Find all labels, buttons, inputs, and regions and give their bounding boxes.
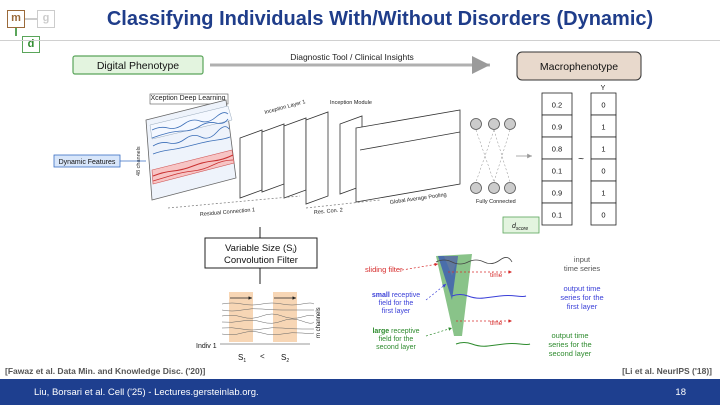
logo-connector (25, 18, 37, 20)
citation-left: [Fawaz et al. Data Min. and Knowledge Di… (5, 366, 206, 376)
page-number: 18 (675, 387, 686, 398)
small-field-label-1: small receptive (372, 292, 420, 299)
label-value: 1 (601, 123, 605, 132)
second-output-label-1: output time (551, 331, 588, 340)
first-output-label-1: output time (563, 284, 600, 293)
filter-illustration (220, 292, 315, 345)
first-output-label-3: first layer (567, 302, 598, 311)
inception-layers (239, 109, 461, 205)
score-cell (541, 202, 573, 226)
score-value: 0.9 (552, 123, 562, 132)
inception-module-label: Inception Module (330, 100, 372, 106)
score-value: 0.2 (552, 101, 562, 110)
label-value: 1 (601, 189, 605, 198)
score-value: 0.9 (552, 189, 562, 198)
large-field-label-3: second layer (376, 344, 416, 351)
residual-connection-line (167, 195, 301, 209)
small-field-label-2: field for the (379, 300, 414, 307)
macrophenotype-box (516, 51, 642, 81)
input-series-line (435, 257, 513, 265)
large-field-label-2: field for the (379, 336, 414, 343)
second-output-label-2: series for the (548, 340, 591, 349)
small-field-label-3: first layer (382, 308, 411, 315)
d-score-box (502, 216, 540, 234)
large-field-pointer (425, 327, 453, 337)
label-column: 0 1 1 0 1 0 (590, 92, 617, 226)
label-value: 0 (601, 211, 605, 220)
logo-m-letter: m (11, 12, 21, 24)
logo-d-box: d (22, 36, 40, 53)
sliding-filter-label: sliding filter (365, 265, 403, 274)
first-layer-output-line (451, 294, 527, 299)
first-output-label-2: series for the (560, 293, 603, 302)
score-value: 0.8 (552, 145, 562, 154)
logo-g-box: g (37, 10, 55, 28)
time-label-2: time (490, 320, 503, 327)
logo-g-letter: g (42, 12, 50, 24)
footer-credit: Liu, Borsari et al. Cell ('25) - Lecture… (34, 387, 259, 398)
m-channels-label: m channels (316, 307, 322, 338)
input-series-label-2: time series (564, 264, 601, 273)
score-value: 0.1 (552, 211, 562, 220)
score-value: 0.1 (552, 167, 562, 176)
large-field-label-1: large receptive (372, 328, 419, 335)
dynamic-features-label: Dynamic Features (59, 159, 116, 166)
small-field-pointer (425, 283, 447, 301)
title-divider (0, 40, 720, 41)
second-layer-output-line (455, 342, 531, 347)
filter-line1: Variable Size (Si) (225, 243, 297, 255)
page-title: Classifying Individuals With/Without Dis… (106, 8, 654, 30)
label-value: 0 (601, 167, 605, 176)
score-column: 0.2 0.9 0.8 0.1 0.9 0.1 (541, 92, 573, 226)
macrophenotype-label: Macrophenotype (540, 61, 618, 73)
pipeline-arrow-label: Diagnostic Tool / Clinical Insights (290, 52, 414, 62)
y-header: Y (601, 85, 606, 92)
indiv-label: Indiv 1 (196, 343, 217, 350)
xception-label-frame (149, 93, 229, 105)
xception-label: Xception Deep Learning (150, 95, 225, 102)
input-series-label-1: input (574, 255, 591, 264)
label-value: 1 (601, 145, 605, 154)
footer-bar: Liu, Borsari et al. Cell ('25) - Lecture… (0, 379, 720, 405)
label-cell (590, 202, 617, 226)
res-con-line (305, 199, 381, 209)
time-label-1: time (490, 272, 503, 279)
tilde-symbol: ~ (578, 154, 584, 165)
fully-connected-edges (475, 129, 511, 183)
digital-phenotype-label: Digital Phenotype (97, 60, 179, 72)
res-con-label: Res. Con. 2 (314, 207, 343, 216)
logo-connector-vertical (15, 28, 17, 36)
logo-m-box: m (7, 10, 25, 28)
s2-label: S2 (281, 353, 289, 364)
citation-right: [Li et al. NeurIPS ('18)] (622, 366, 712, 376)
input-time-series-stack (145, 99, 237, 201)
label-value: 0 (601, 101, 605, 110)
lt-symbol: < (260, 352, 265, 361)
digital-phenotype-box (72, 55, 204, 75)
second-output-label-3: second layer (549, 349, 592, 358)
d-score-label: dscore (512, 223, 528, 232)
filter-line2: Convolution Filter (224, 255, 298, 266)
s1-label: S1 (238, 353, 246, 364)
logo-d-letter: d (27, 38, 35, 50)
sliding-filter-pointer (401, 262, 439, 271)
fully-connected-label: Fully Connected (476, 199, 516, 205)
inception-layer-label: Inception Layer 1 (264, 99, 306, 116)
variable-size-filter-box (204, 237, 318, 269)
residual-connection-label: Residual Connection 1 (200, 207, 256, 218)
fully-connected-nodes (470, 118, 516, 194)
